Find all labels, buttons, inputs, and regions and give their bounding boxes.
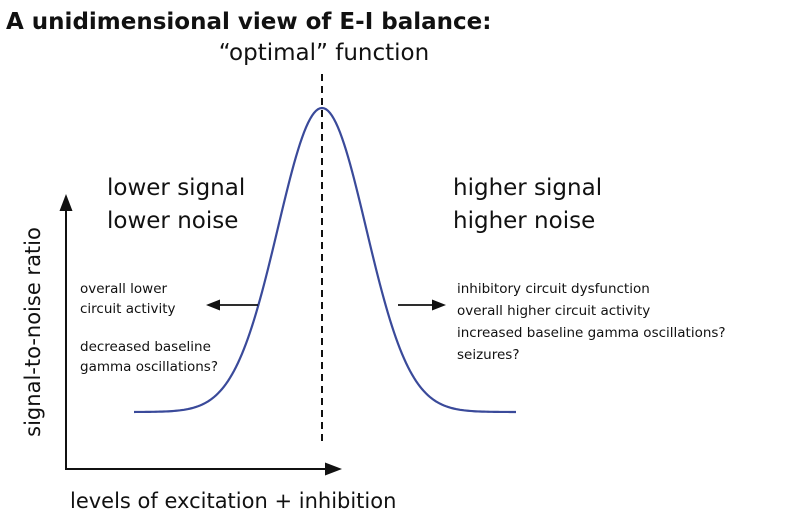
left-region-heading-line-2: lower noise: [107, 208, 238, 234]
right-note-line-1: inhibitory circuit dysfunction: [457, 281, 650, 297]
right-note-line-3: increased baseline gamma oscillations?: [457, 325, 726, 341]
left-region-heading-line-1: lower signal: [107, 175, 245, 201]
left-note-line-1: overall lower: [80, 281, 168, 297]
optimal-function-label: “optimal” function: [219, 40, 429, 66]
left-note-line-3: decreased baseline: [80, 339, 211, 355]
diagram-title: A unidimensional view of E-I balance:: [6, 9, 491, 35]
left-note-line-2: circuit activity: [80, 301, 176, 317]
x-axis-arrow-icon: [325, 462, 342, 476]
right-region-heading-line-2: higher noise: [453, 208, 595, 234]
arrow-right-icon: [398, 299, 446, 311]
right-note-line-2: overall higher circuit activity: [457, 303, 650, 319]
left-note-line-4: gamma oscillations?: [80, 359, 218, 375]
y-axis-arrow-icon: [59, 194, 73, 211]
x-axis-label: levels of excitation + inhibition: [70, 489, 396, 513]
y-axis-label: signal-to-noise ratio: [21, 227, 45, 437]
snr-bell-curve: [133, 106, 516, 414]
right-note-line-4: seizures?: [457, 347, 520, 363]
right-region-heading-line-1: higher signal: [453, 175, 602, 201]
arrow-left-icon: [206, 299, 258, 311]
